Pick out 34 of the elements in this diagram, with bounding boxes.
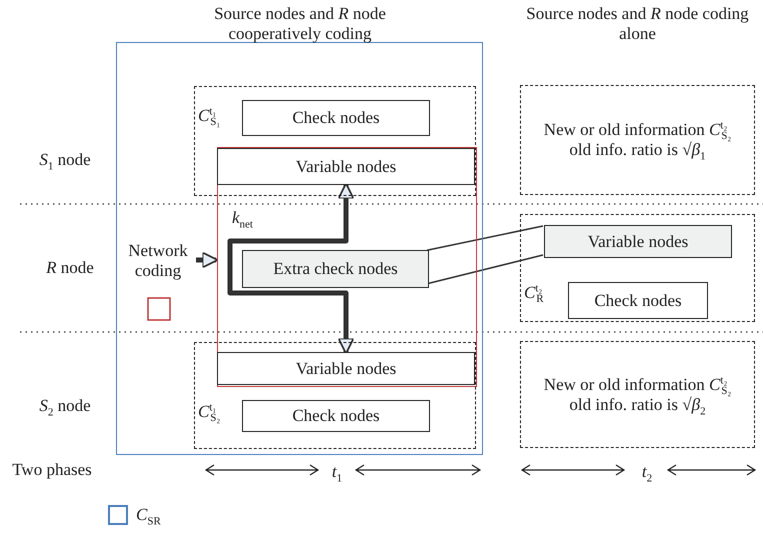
dashed-box: [520, 85, 755, 195]
dimension-label: t$_{2}$: [640, 462, 654, 482]
column-heading: Source nodes and R node cooperatively coding: [213, 4, 387, 44]
node-text: Variable nodes: [588, 232, 688, 252]
text-label: Network coding: [127, 241, 189, 281]
node-text: Variable nodes: [296, 358, 396, 378]
row-label: R node: [45, 258, 95, 278]
row-label: S$_{2}$ node: [38, 396, 92, 416]
node-text: Variable nodes: [296, 156, 396, 176]
double-arrow: [228, 182, 354, 354]
node-box: [242, 250, 429, 288]
node-box: [568, 282, 708, 319]
node-text: Check nodes: [292, 406, 380, 426]
dashed-box: [194, 86, 476, 196]
dimension-label: t$_{1}$: [330, 462, 344, 482]
node-box: [217, 148, 475, 185]
node-text: Check nodes: [292, 108, 380, 128]
row-label: k$_{net}$: [232, 208, 254, 228]
legend-label: C$_{SR}$: [136, 505, 161, 525]
region-box: [217, 147, 477, 387]
arrow: [196, 252, 218, 268]
dashed-box: [520, 214, 755, 322]
row-label: S$_{1}$ node: [38, 150, 92, 170]
column-heading: Source nodes and R node coding alone: [525, 4, 750, 44]
node-box: [544, 225, 732, 258]
node-box: [217, 352, 475, 385]
connector-line: [426, 225, 544, 252]
node-box: [242, 400, 430, 432]
node-box: [242, 100, 430, 136]
node-text: Check nodes: [594, 290, 682, 310]
dashed-box: [520, 341, 755, 448]
node-text: Extra check nodes: [273, 259, 398, 279]
region-box: [116, 42, 483, 455]
row-label: Two phases: [11, 460, 93, 480]
